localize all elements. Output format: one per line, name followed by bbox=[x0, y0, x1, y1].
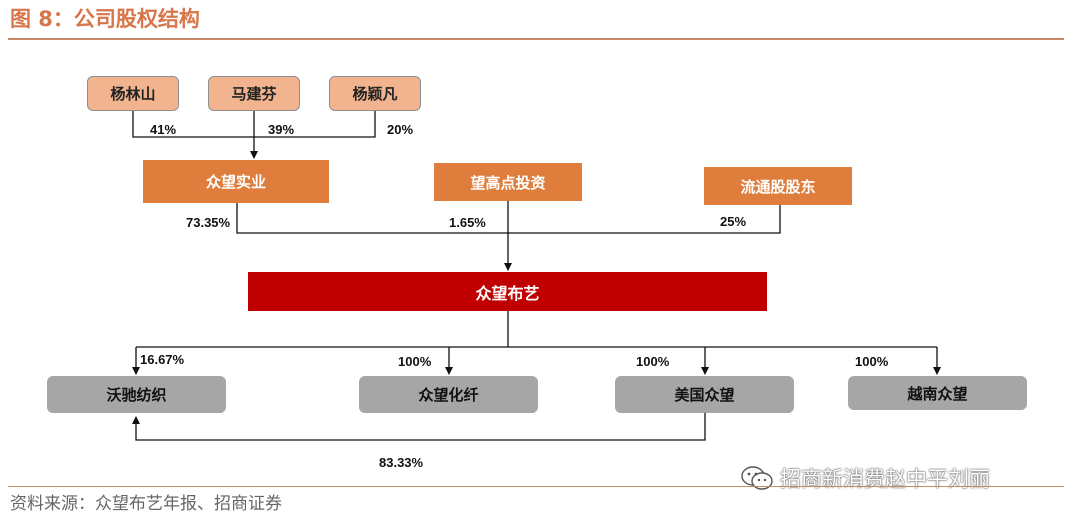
node-liutong-gudong: 流通股股东 bbox=[704, 167, 852, 205]
pct-buyi-to-wochi: 16.67% bbox=[140, 352, 185, 367]
node-wanggao-touzi: 望高点投资 bbox=[434, 163, 582, 201]
node-yuenan-zhongwang: 越南众望 bbox=[848, 376, 1027, 410]
node-zhongwang-buyi: 众望布艺 bbox=[248, 272, 767, 311]
node-wochi-fangzhi: 沃驰纺织 bbox=[47, 376, 226, 413]
pct-liutong-to-buyi: 25% bbox=[720, 214, 747, 229]
pct-yang-yingfan: 20% bbox=[387, 122, 414, 137]
wechat-icon bbox=[741, 466, 773, 490]
pct-wanggao-to-buyi: 1.65% bbox=[449, 215, 486, 230]
pct-shiye-to-buyi: 73.35% bbox=[186, 215, 231, 230]
node-ma-jianfen: 马建芬 bbox=[208, 76, 300, 111]
pct-meiguo-to-wochi: 83.33% bbox=[379, 455, 424, 470]
pct-yang-linshan: 41% bbox=[150, 122, 177, 137]
watermark: 招商新消费赵中平刘丽 bbox=[740, 462, 990, 494]
footer-divider bbox=[8, 486, 1064, 487]
pct-ma-jianfen: 39% bbox=[268, 122, 295, 137]
node-zhongwang-huaxian: 众望化纤 bbox=[359, 376, 538, 413]
watermark-text: 招商新消费赵中平刘丽 bbox=[780, 467, 990, 491]
title-divider bbox=[8, 38, 1064, 40]
connector-meiguo-to-wochi bbox=[132, 413, 706, 441]
figure-title: 图 8：公司股权结构 bbox=[10, 7, 200, 31]
pct-buyi-to-huaxian: 100% bbox=[398, 354, 432, 369]
source-note: 资料来源：众望布艺年报、招商证券 bbox=[10, 494, 282, 514]
pct-buyi-to-meiguo: 100% bbox=[636, 354, 670, 369]
node-yang-linshan: 杨林山 bbox=[87, 76, 179, 111]
node-meiguo-zhongwang: 美国众望 bbox=[615, 376, 794, 413]
node-yang-yingfan: 杨颖凡 bbox=[329, 76, 421, 111]
node-zhongwang-shiye: 众望实业 bbox=[143, 160, 329, 203]
pct-buyi-to-yuenan: 100% bbox=[855, 354, 889, 369]
